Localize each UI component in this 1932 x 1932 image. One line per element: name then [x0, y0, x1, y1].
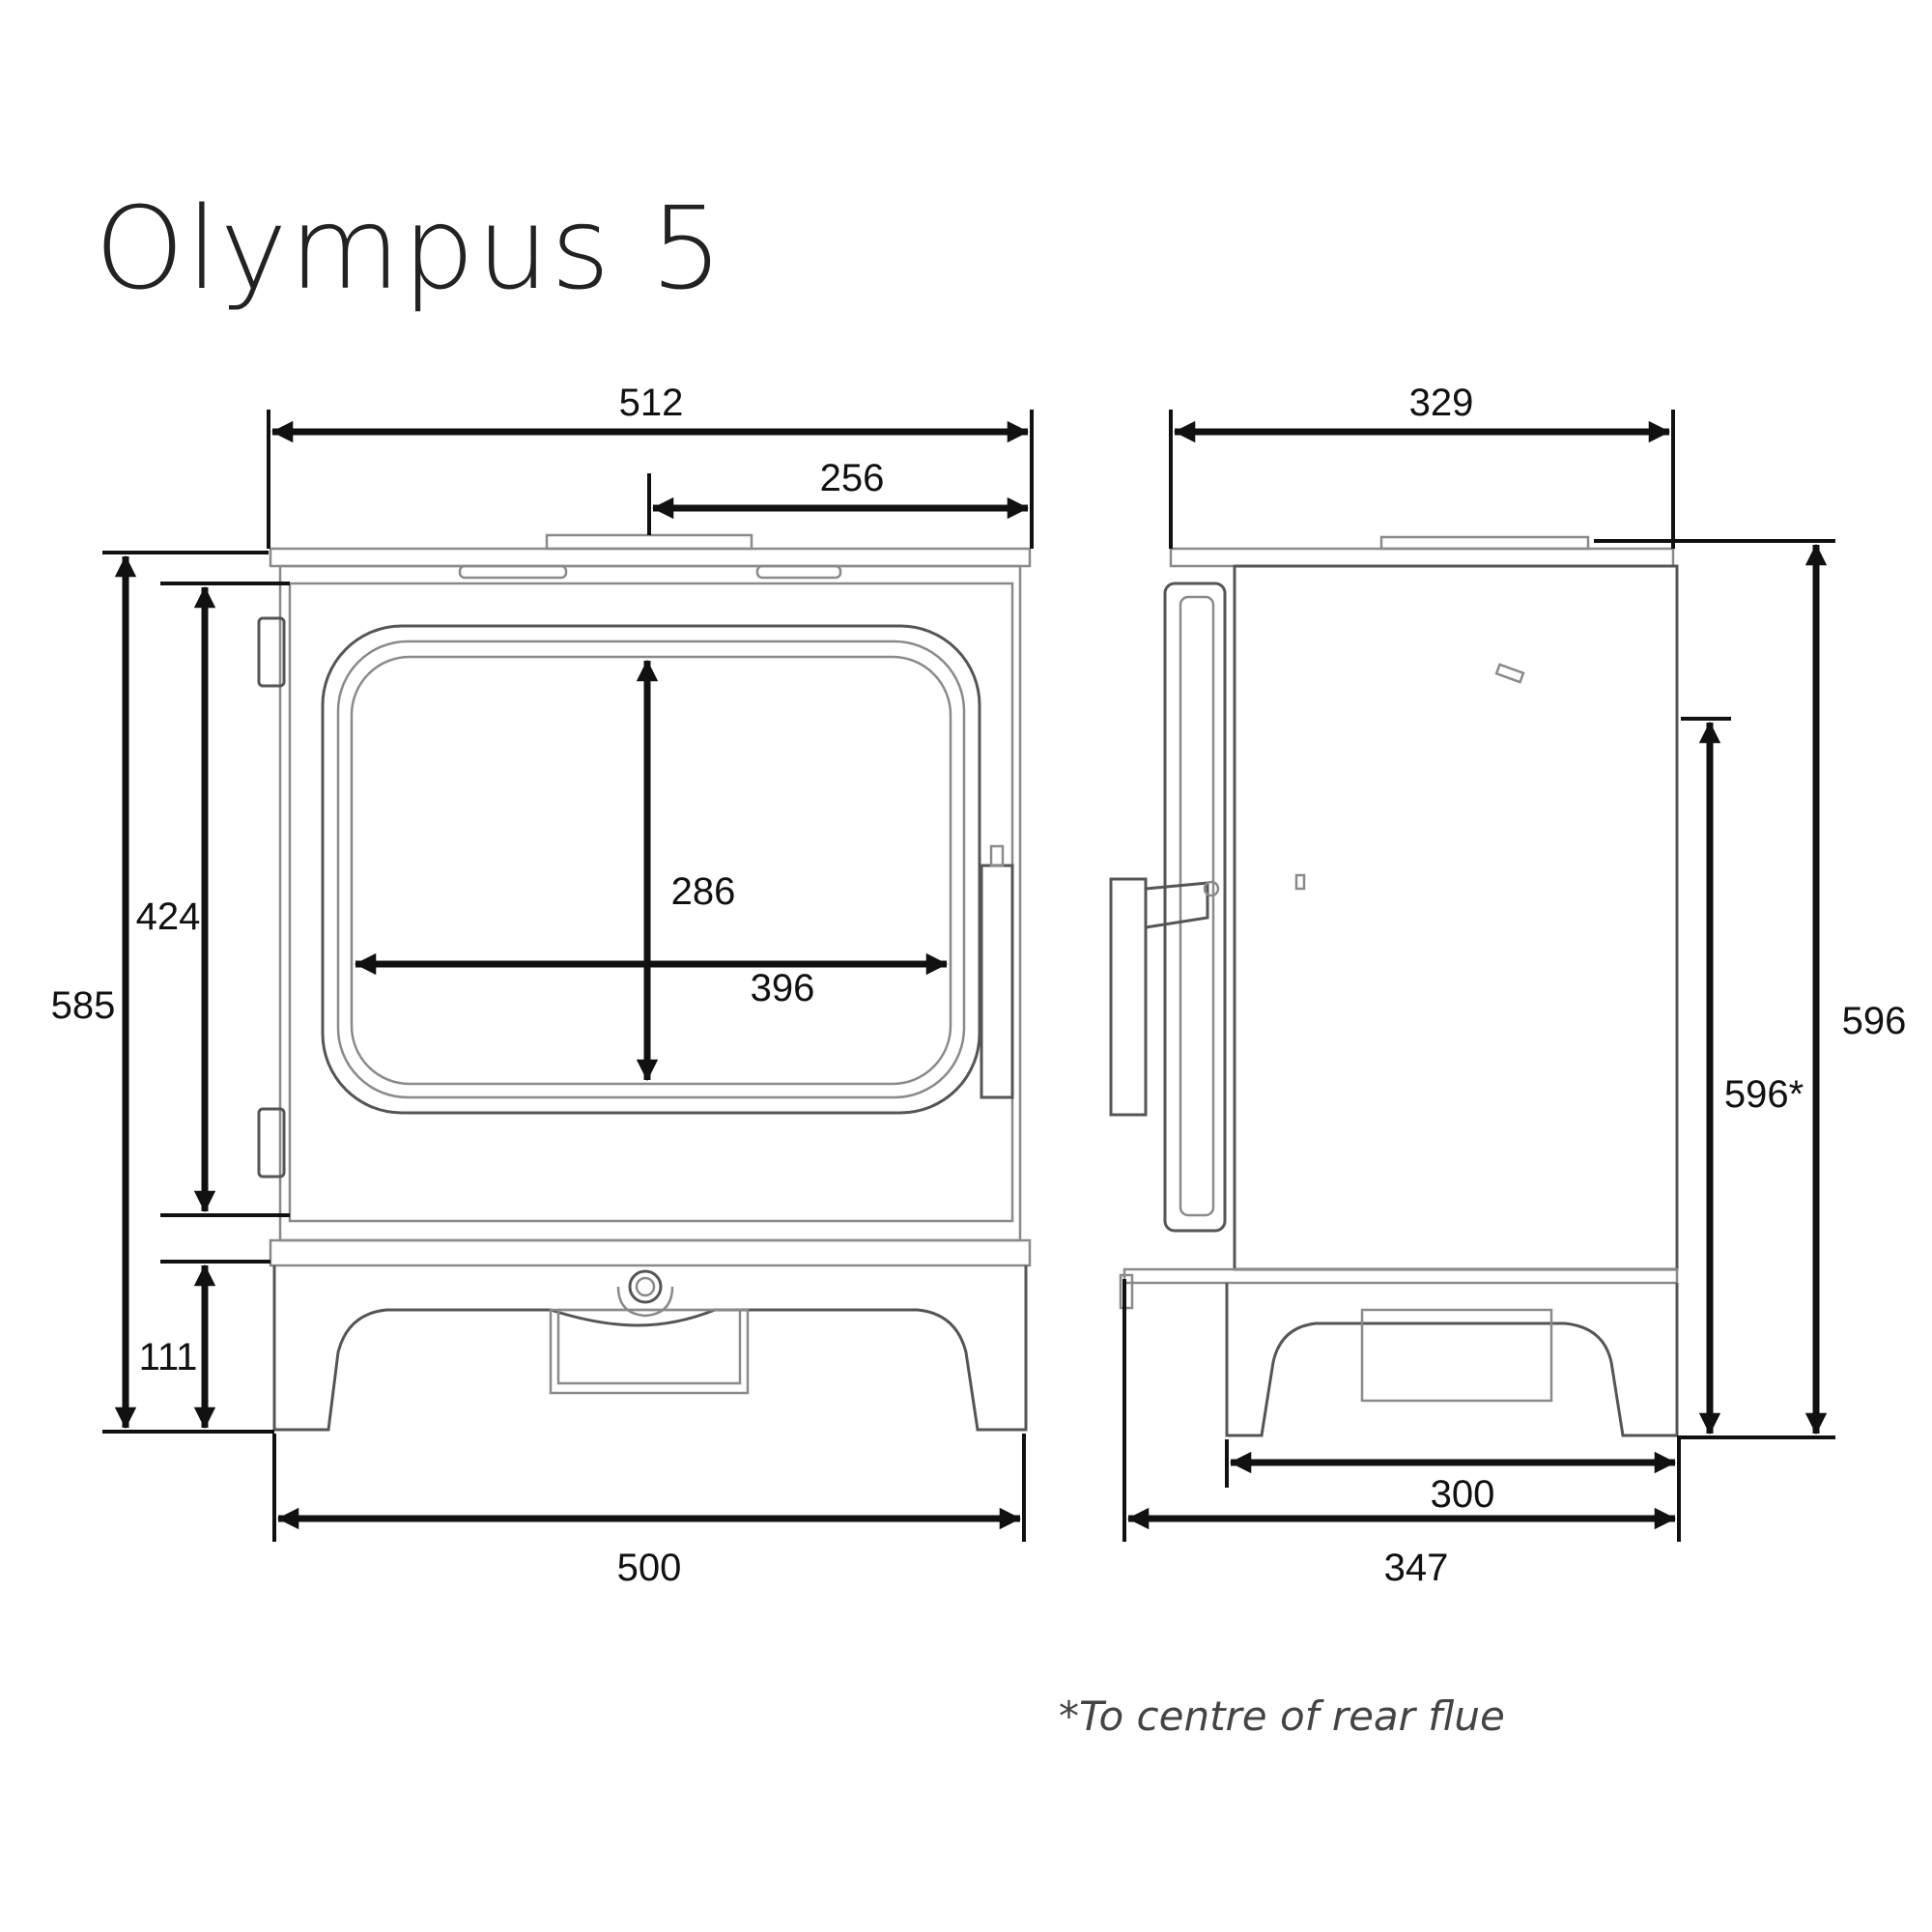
label-base-width: 500 [617, 1547, 682, 1589]
dimension-lines [114, 420, 1828, 1530]
label-glass-width: 396 [751, 967, 815, 1009]
label-top-depth: 329 [1409, 382, 1474, 424]
label-glass-height: 286 [671, 870, 736, 913]
label-top-width: 512 [619, 382, 684, 424]
label-base-depth: 300 [1431, 1473, 1495, 1516]
label-overall-height: 585 [51, 984, 116, 1027]
label-overall-depth: 347 [1384, 1547, 1449, 1589]
label-leg-height: 111 [139, 1336, 198, 1378]
label-flue-offset: 256 [820, 457, 885, 499]
dimension-labels: 512 256 585 424 111 286 396 500 329 596 … [51, 382, 1907, 1589]
footnote: *To centre of rear flue [1059, 1692, 1505, 1740]
side-view-stove [1109, 535, 1679, 1437]
label-side-overall-height: 596 [1842, 1000, 1907, 1042]
label-rear-flue-height: 596* [1724, 1073, 1804, 1116]
label-door-height: 424 [136, 895, 201, 938]
page-title: Olympus 5 [95, 182, 725, 315]
extension-lines [102, 410, 1835, 1542]
